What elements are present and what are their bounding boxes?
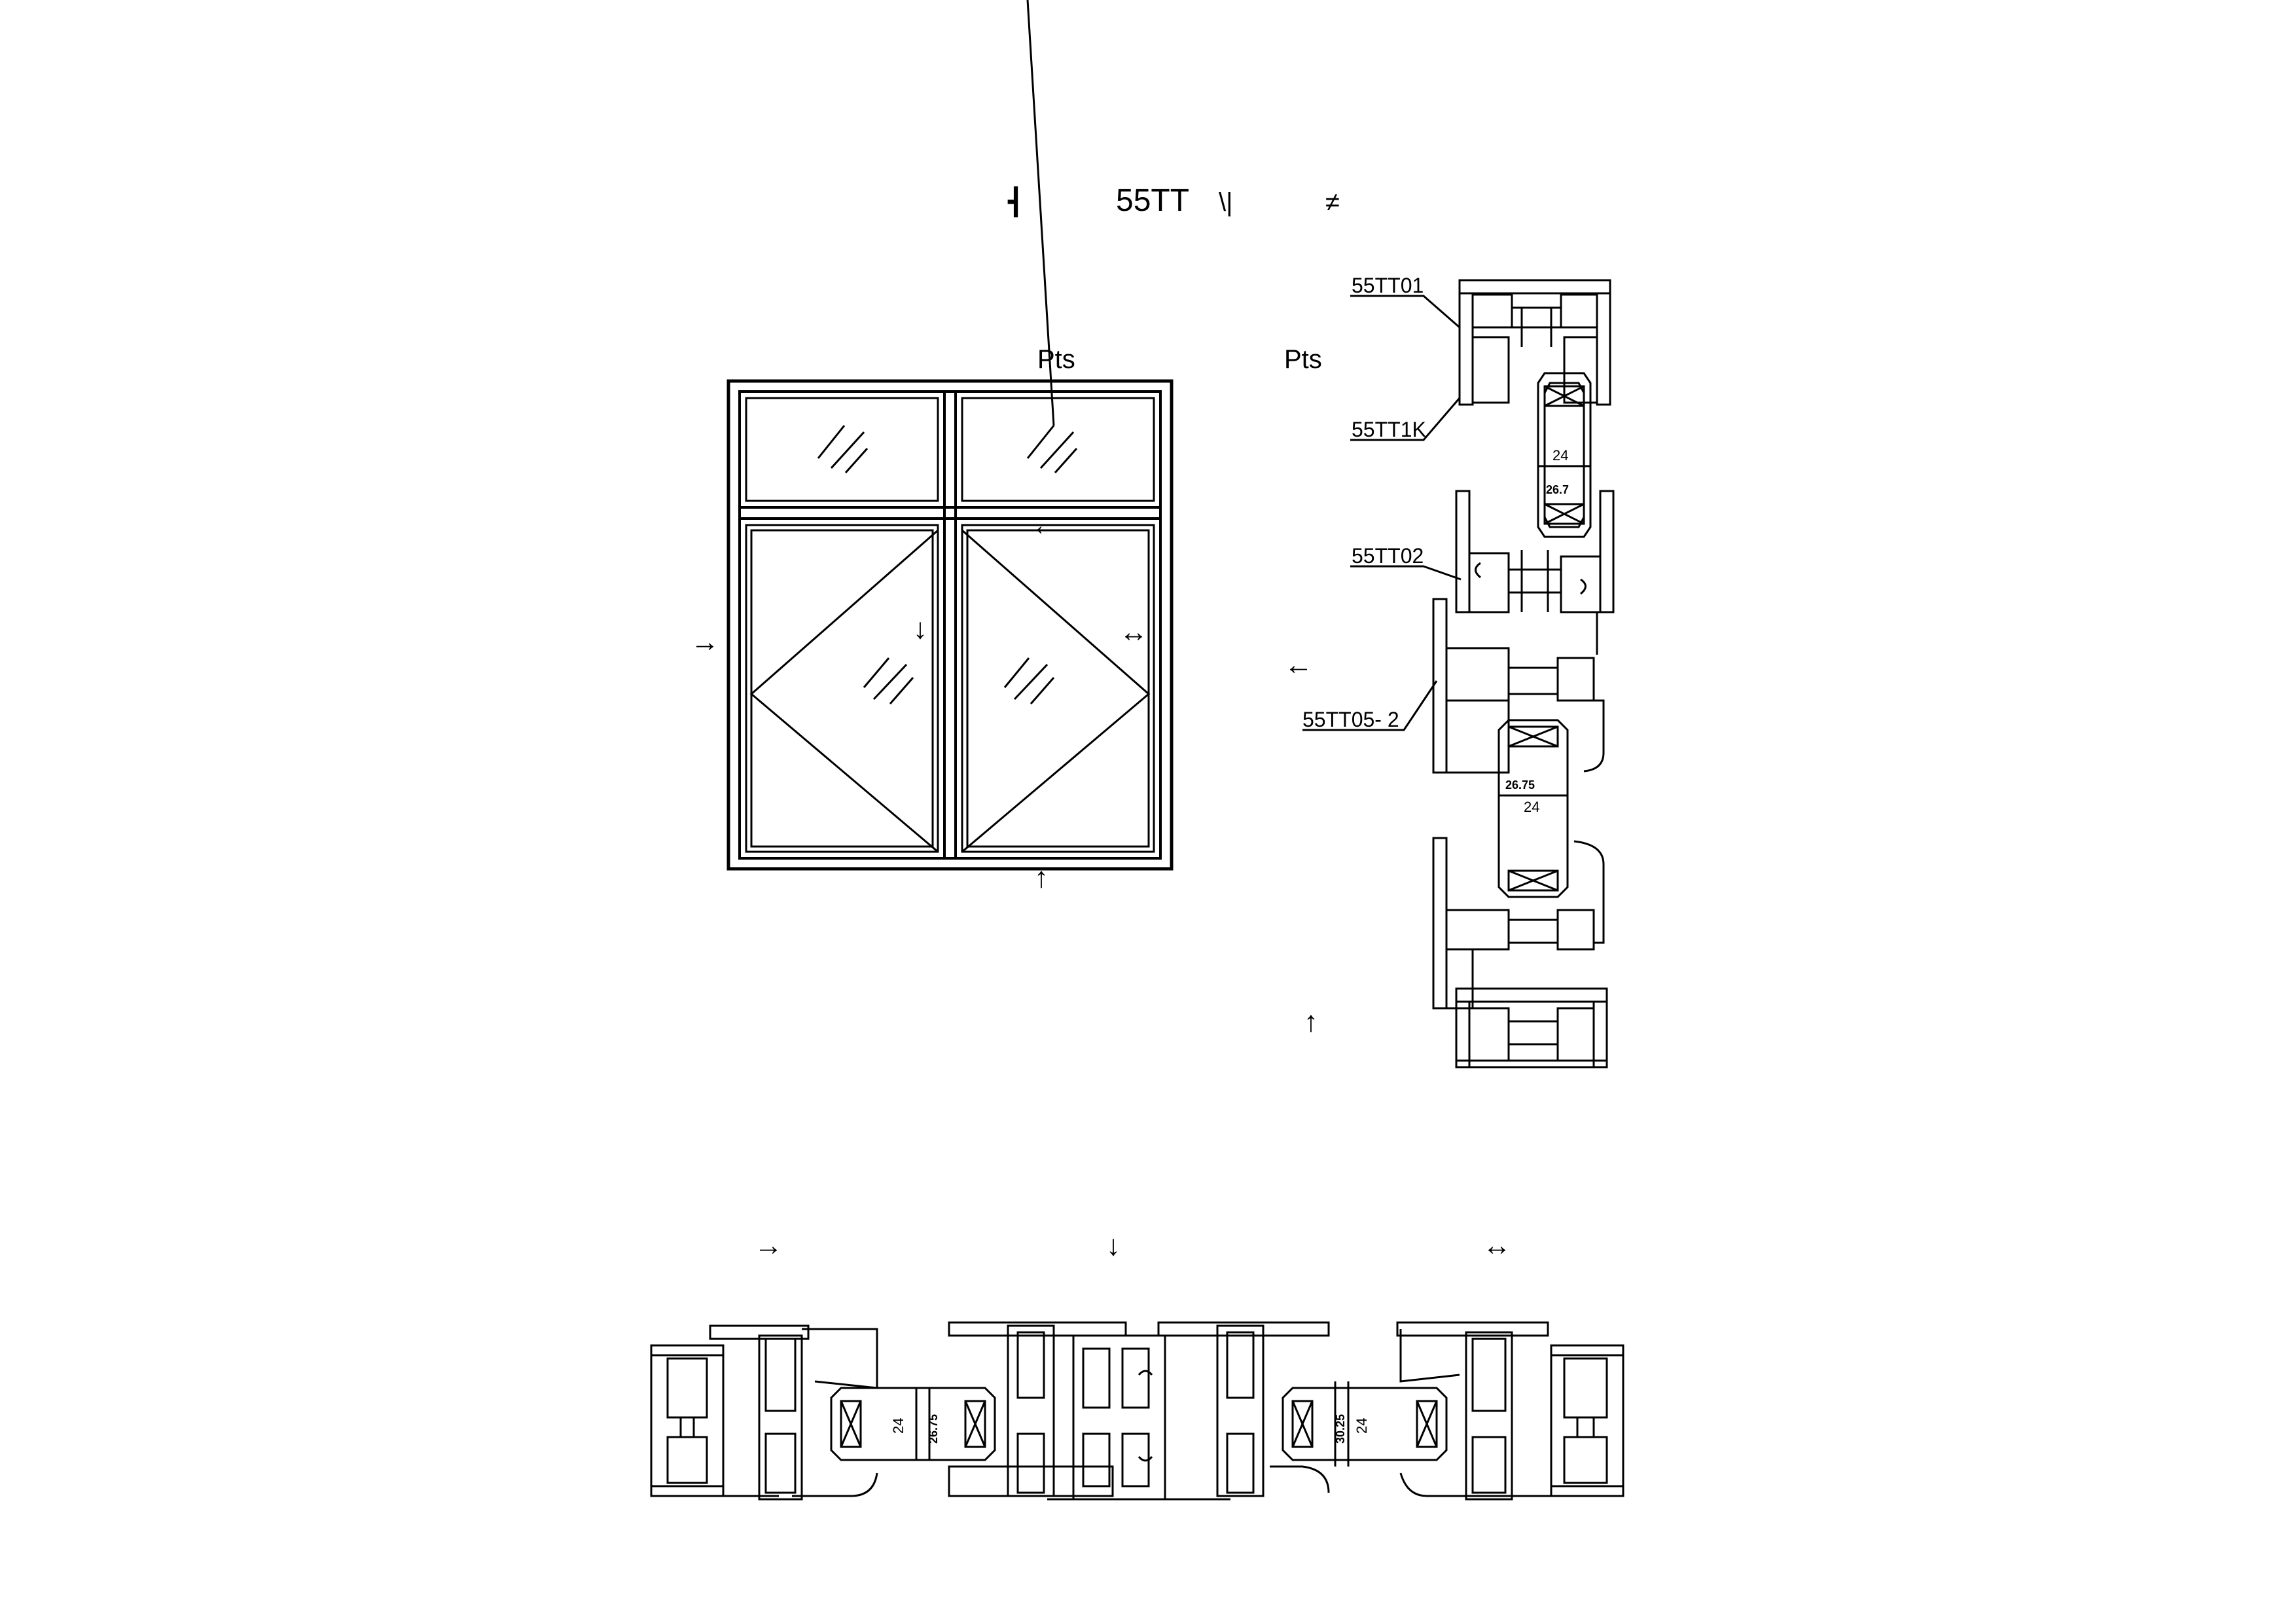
profile-55TT02 bbox=[1455, 490, 1615, 613]
glass-hatch-marks bbox=[817, 0, 1078, 704]
hsection-jamb-right bbox=[1499, 1344, 1624, 1497]
elevation-top-label: Pts bbox=[1037, 345, 1075, 374]
elevation-arrow-transom: ← bbox=[1031, 509, 1060, 541]
callout-55TT02: 55TT02 bbox=[1352, 544, 1424, 568]
vsection-dim-glass-lower: 24 bbox=[1524, 799, 1539, 815]
title-mid: \| bbox=[1219, 188, 1233, 217]
profile-55TT01 bbox=[1458, 279, 1611, 406]
vsection-arrow-left: ← bbox=[1284, 649, 1313, 681]
hsection-glass-right bbox=[1282, 1381, 1448, 1467]
right-sash-inner bbox=[966, 529, 1150, 848]
callout-55TT05-2: 55TT05- 2 bbox=[1302, 708, 1399, 731]
outer-frame bbox=[726, 379, 1174, 871]
inner-frame bbox=[738, 390, 1162, 860]
horizontal-section: → ↓ ↔ bbox=[650, 1230, 1624, 1501]
vsection-dim-depth-upper: 26.7 bbox=[1546, 483, 1569, 496]
hsection-glass-left bbox=[830, 1387, 996, 1461]
hsection-arrow-left: → bbox=[754, 1230, 783, 1262]
hsection-dim-glass-left: 24 bbox=[890, 1418, 906, 1434]
callout-55TT1K: 55TT1K bbox=[1352, 418, 1426, 441]
top-right-light bbox=[961, 397, 1155, 502]
profile-bottom-sash bbox=[1432, 837, 1605, 1010]
opening-symbol-left bbox=[749, 529, 939, 853]
elevation-arrow-right: ↔ bbox=[1119, 616, 1148, 648]
vsection-arrow-bottom: ↑ bbox=[1304, 1006, 1318, 1038]
right-sash bbox=[961, 524, 1155, 853]
left-sash-inner bbox=[750, 529, 934, 848]
elevation-arrow-left: → bbox=[691, 626, 719, 658]
left-sash bbox=[745, 524, 939, 853]
opening-symbol-right bbox=[961, 529, 1151, 853]
glass-unit-upper bbox=[1537, 372, 1592, 538]
title-suffix: ≠ bbox=[1325, 188, 1340, 217]
title-series: 55TT bbox=[1116, 183, 1189, 218]
window-elevation: Pts → ↓ ↔ ← ↑ bbox=[691, 0, 1174, 894]
vsection-top-label: Pts bbox=[1284, 345, 1322, 374]
vsection-dim-depth-lower: 26.75 bbox=[1505, 778, 1535, 792]
hsection-dim-depth-left: 26.75 bbox=[927, 1414, 940, 1444]
callout-leaders bbox=[1302, 295, 1462, 731]
glass-unit-lower bbox=[1498, 719, 1569, 898]
hsection-sash-left bbox=[709, 1324, 878, 1501]
vsection-dim-glass-upper: 24 bbox=[1552, 447, 1568, 464]
elevation-arrow-mullion: ↓ bbox=[913, 613, 927, 645]
hsection-arrow-right: ↔ bbox=[1482, 1230, 1511, 1262]
hsection-arrow-center: ↓ bbox=[1106, 1230, 1121, 1262]
title-prefix: ┫ bbox=[1007, 186, 1024, 217]
hsection-sash-right bbox=[1396, 1321, 1549, 1501]
vertical-section: Pts ← ↑ 24 26.7 bbox=[1284, 274, 1615, 1068]
callout-55TT01: 55TT01 bbox=[1352, 274, 1424, 297]
elevation-arrow-bottom: ↑ bbox=[1034, 862, 1049, 894]
hsection-dim-glass-right: 24 bbox=[1354, 1418, 1370, 1434]
sheet-title: ┫ 55TT \| ≠ bbox=[1007, 183, 1340, 218]
top-left-light bbox=[745, 397, 939, 502]
hsection-dim-depth-right: 30.25 bbox=[1334, 1414, 1347, 1444]
hsection-jamb-left bbox=[650, 1344, 725, 1497]
profile-bottom-frame bbox=[1455, 987, 1608, 1068]
hsection-mullion bbox=[948, 1321, 1330, 1501]
